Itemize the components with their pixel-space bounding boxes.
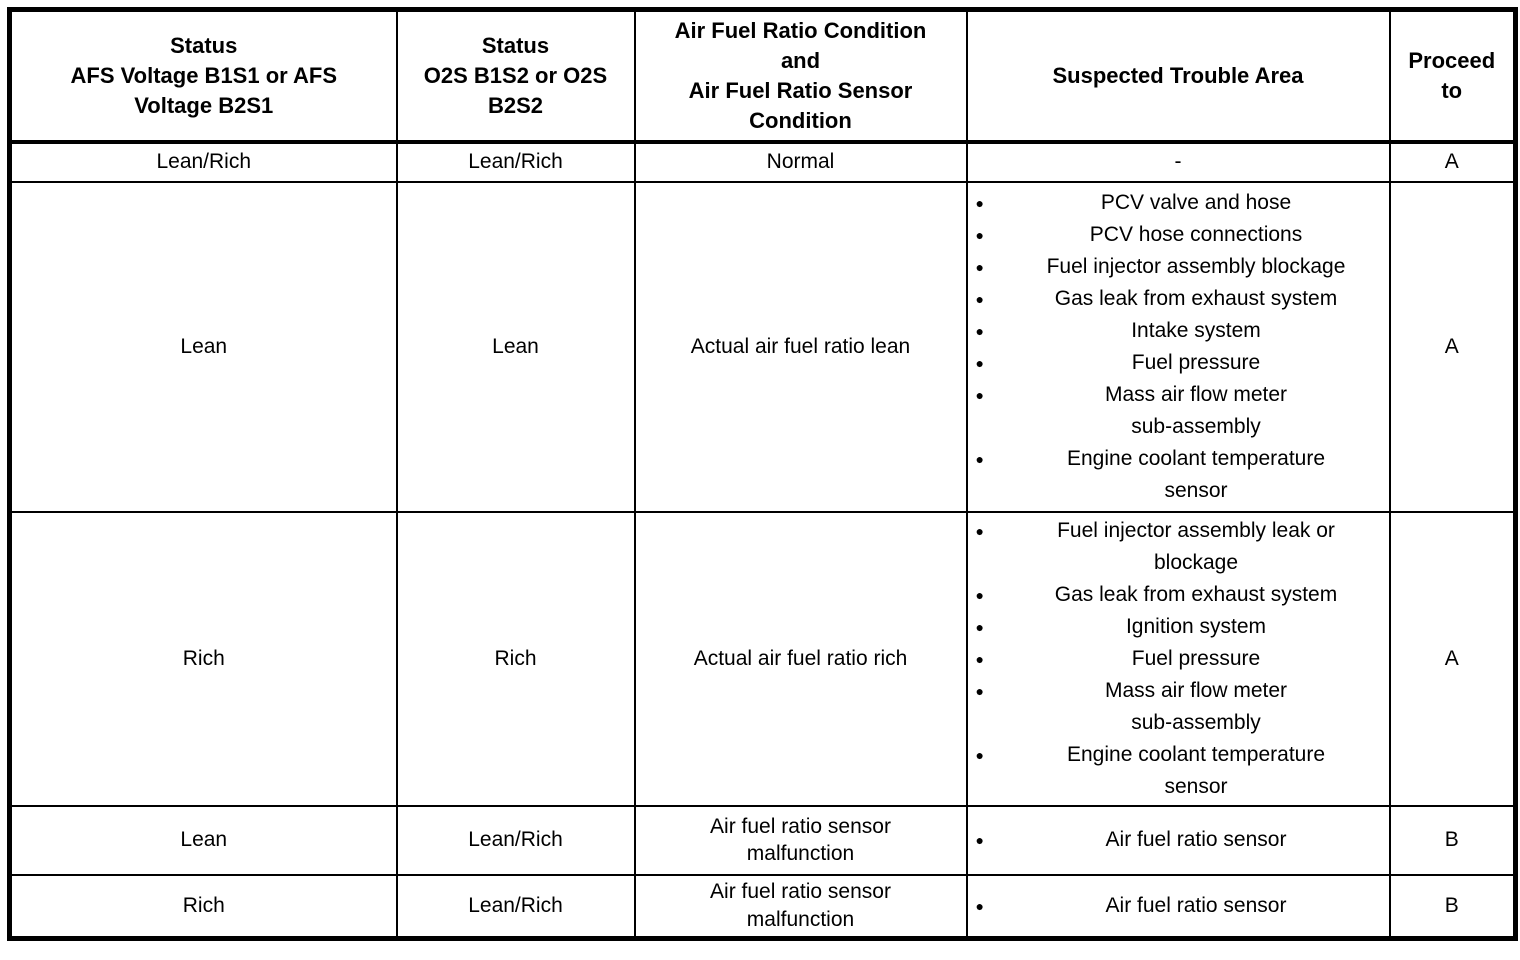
bullet-icon: ● — [975, 832, 984, 848]
col-header-condition: Air Fuel Ratio Condition and Air Fuel Ra… — [633, 8, 968, 144]
air-fuel-ratio-diagnostic-table: Status AFS Voltage B1S1 or AFS Voltage B… — [7, 7, 1518, 941]
cell-o2s-status: Lean/Rich — [395, 140, 636, 183]
trouble-list: ● Air fuel ratio sensor — [974, 890, 1383, 922]
trouble-item: ● Air fuel ratio sensor — [974, 824, 1383, 856]
cell-o2s-status: Lean/Rich — [395, 873, 636, 940]
trouble-list: ● Air fuel ratio sensor — [974, 824, 1383, 856]
col-header-proceed-to: Proceed to — [1388, 8, 1517, 144]
bullet-icon: ● — [975, 258, 984, 275]
trouble-item-text: Engine coolant temperature sensor — [1067, 446, 1325, 502]
trouble-list: ● PCV valve and hose ● PCV hose connection… — [974, 187, 1383, 507]
bullet-icon: ● — [975, 226, 984, 243]
trouble-item-text: Mass air flow meter sub-assembly — [1104, 678, 1288, 734]
bullet-icon: ● — [975, 194, 984, 211]
trouble-item: ● Intake system — [974, 315, 1383, 347]
bullet-icon: ● — [975, 386, 984, 403]
trouble-item: ● Fuel pressure — [974, 347, 1383, 379]
cell-proceed-to: A — [1388, 140, 1517, 183]
cell-o2s-status: Rich — [395, 510, 636, 807]
cell-trouble-area: ● Air fuel ratio sensor — [965, 804, 1391, 876]
trouble-item-text: Ignition system — [1125, 614, 1267, 638]
trouble-item-text: PCV hose connections — [1089, 222, 1303, 246]
trouble-item: ● Mass air flow meter sub-assembly — [974, 675, 1383, 739]
trouble-item: ● Ignition system — [974, 611, 1383, 643]
bullet-icon: ● — [975, 682, 984, 699]
trouble-item: ● PCV hose connections — [974, 219, 1383, 251]
trouble-item-text: Intake system — [1131, 318, 1261, 342]
cell-afs-status: Rich — [8, 510, 398, 807]
cell-proceed-to: A — [1388, 510, 1517, 807]
table-row: Lean Lean/Rich Air fuel ratio sensor mal… — [8, 804, 1517, 876]
trouble-item: ● Mass air flow meter sub-assembly — [974, 379, 1383, 443]
bullet-icon: ● — [975, 354, 984, 371]
trouble-item: ● Fuel pressure — [974, 643, 1383, 675]
trouble-item-text: Fuel pressure — [1131, 646, 1261, 670]
trouble-item: ● Gas leak from exhaust system — [974, 579, 1383, 611]
trouble-item-text: Air fuel ratio sensor — [1105, 828, 1287, 851]
trouble-item: ● Gas leak from exhaust system — [974, 283, 1383, 315]
cell-proceed-to: B — [1388, 804, 1517, 876]
table-row: Lean/Rich Lean/Rich Normal - A — [8, 140, 1517, 183]
bullet-icon: ● — [975, 618, 984, 635]
bullet-icon: ● — [975, 522, 984, 539]
cell-condition: Actual air fuel ratio lean — [633, 180, 968, 513]
trouble-item-text: Mass air flow meter sub-assembly — [1104, 382, 1288, 438]
bullet-icon: ● — [975, 650, 984, 667]
trouble-item-text: Fuel pressure — [1131, 350, 1261, 374]
cell-condition: Air fuel ratio sensor malfunction — [633, 873, 968, 940]
table-header-row: Status AFS Voltage B1S1 or AFS Voltage B… — [8, 8, 1517, 144]
cell-afs-status: Rich — [8, 873, 398, 940]
trouble-item-text: Engine coolant temperature sensor — [1067, 742, 1325, 798]
trouble-list: ● Fuel injector assembly leak or blockage… — [974, 515, 1383, 803]
cell-afs-status: Lean — [8, 804, 398, 876]
trouble-item-text: Fuel injector assembly blockage — [1046, 254, 1346, 278]
bullet-icon: ● — [975, 586, 984, 603]
bullet-icon: ● — [975, 290, 984, 307]
trouble-item: ● Air fuel ratio sensor — [974, 890, 1383, 922]
col-header-o2s-status: Status O2S B1S2 or O2S B2S2 — [395, 8, 636, 144]
trouble-item-text: PCV valve and hose — [1100, 190, 1292, 214]
cell-condition: Air fuel ratio sensor malfunction — [633, 804, 968, 876]
cell-condition: Actual air fuel ratio rich — [633, 510, 968, 807]
bullet-icon: ● — [975, 322, 984, 339]
cell-trouble-area: ● PCV valve and hose ● PCV hose connection… — [965, 180, 1391, 513]
table-row: Lean Lean Actual air fuel ratio lean ● PC… — [8, 180, 1517, 513]
table-row: Rich Rich Actual air fuel ratio rich ● Fu… — [8, 510, 1517, 807]
trouble-item: ● PCV valve and hose — [974, 187, 1383, 219]
table-row: Rich Lean/Rich Air fuel ratio sensor mal… — [8, 873, 1517, 940]
bullet-icon: ● — [975, 450, 984, 467]
cell-o2s-status: Lean — [395, 180, 636, 513]
trouble-item-text: Gas leak from exhaust system — [1054, 286, 1338, 310]
bullet-icon: ● — [975, 746, 984, 763]
cell-proceed-to: A — [1388, 180, 1517, 513]
trouble-item: ● Engine coolant temperature sensor — [974, 443, 1383, 507]
bullet-icon: ● — [975, 897, 984, 914]
cell-trouble-area: ● Fuel injector assembly leak or blockage… — [965, 510, 1391, 807]
cell-proceed-to: B — [1388, 873, 1517, 940]
cell-afs-status: Lean/Rich — [8, 140, 398, 183]
col-header-suspected-trouble-area: Suspected Trouble Area — [965, 8, 1391, 144]
cell-condition: Normal — [633, 140, 968, 183]
trouble-item-text: Fuel injector assembly leak or blockage — [1057, 518, 1335, 574]
trouble-item-text: Gas leak from exhaust system — [1054, 582, 1338, 606]
trouble-item: ● Fuel injector assembly leak or blockage — [974, 515, 1383, 579]
cell-o2s-status: Lean/Rich — [395, 804, 636, 876]
trouble-item-text: Air fuel ratio sensor — [1105, 893, 1287, 917]
cell-trouble-area: ● Air fuel ratio sensor — [965, 873, 1391, 940]
trouble-item: ● Fuel injector assembly blockage — [974, 251, 1383, 283]
col-header-afs-status: Status AFS Voltage B1S1 or AFS Voltage B… — [8, 8, 398, 144]
cell-afs-status: Lean — [8, 180, 398, 513]
cell-trouble-area: - — [965, 140, 1391, 183]
trouble-item: ● Engine coolant temperature sensor — [974, 739, 1383, 803]
